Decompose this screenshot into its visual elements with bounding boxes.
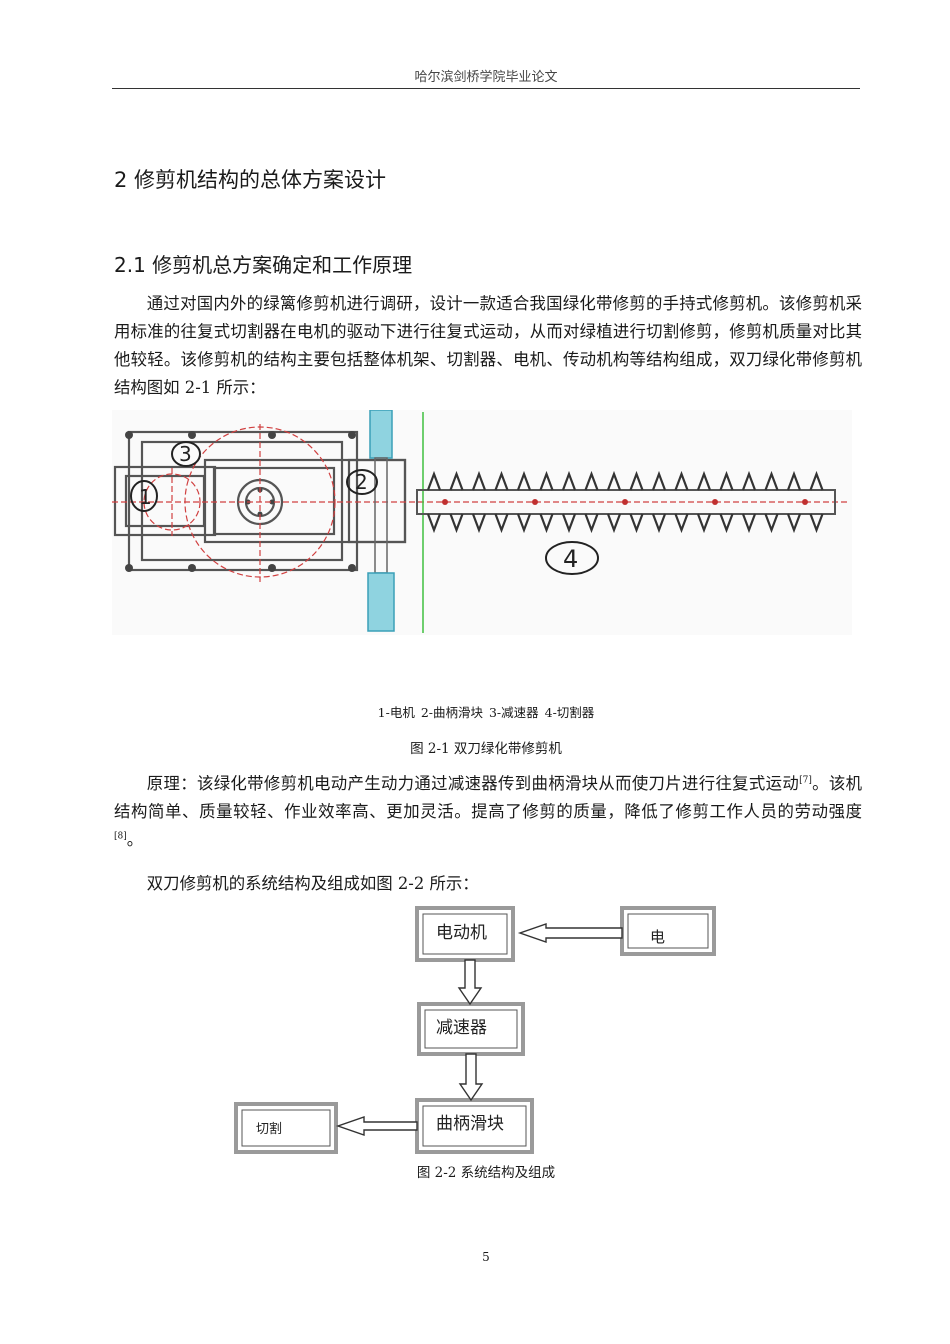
box-power xyxy=(620,906,716,956)
blade-tooth xyxy=(516,470,532,491)
blade-rivet xyxy=(532,499,538,505)
blade-tooth xyxy=(786,470,802,491)
blade-tooth xyxy=(764,513,779,534)
blade-tooth xyxy=(764,470,779,491)
running-header: 哈尔滨剑桥学院毕业论文 xyxy=(414,70,558,85)
blade-tooth xyxy=(696,513,712,534)
paragraph-principle: 原理：该绿化带修剪机电动产生动力通过减速器传到曲柄滑块从而使刀片进行往复式运动[… xyxy=(114,774,863,849)
system-block-diagram: 电动机 电 减速器 曲柄滑块 切割 xyxy=(234,906,716,1154)
box-cutter xyxy=(234,1102,338,1154)
label-reducer: 减速器 xyxy=(436,1018,487,1038)
blade-tooth xyxy=(809,513,824,534)
figure-legend: 1-电机 2-曲柄滑块 3-减速器 4-切割器 xyxy=(377,705,595,720)
box-reducer xyxy=(417,1002,525,1056)
blade-tooth xyxy=(674,513,689,534)
blade-tooth xyxy=(696,470,712,491)
frame-outer xyxy=(127,430,359,572)
blade-tooth xyxy=(584,470,599,491)
page-number: 5 xyxy=(482,1250,490,1264)
blade-tooth xyxy=(494,513,509,534)
blade-tooth xyxy=(651,470,667,491)
section-title: 2.1 修剪机总方案确定和工作原理 xyxy=(114,253,413,277)
blade-rivet xyxy=(442,499,448,505)
mark-1: 1 xyxy=(139,485,152,509)
trimmer-structure-drawing: 1 3 2 4 xyxy=(112,410,852,635)
header-rule xyxy=(112,88,860,89)
blade-tooth xyxy=(741,470,757,491)
blade-tooth xyxy=(786,513,802,534)
figure-2-2-caption: 图 2-2 系统结构及组成 xyxy=(416,1165,556,1181)
blade-tooth xyxy=(584,513,599,534)
blade-tooth xyxy=(629,513,644,534)
blade-tooth xyxy=(674,470,689,491)
arrow-power-to-motor xyxy=(517,923,623,943)
blade-tooth xyxy=(471,470,487,491)
arrow-crank-to-cutter xyxy=(335,1116,418,1136)
blade-tooth xyxy=(629,470,644,491)
blade-tooth xyxy=(561,470,577,491)
arrow-reducer-to-crank xyxy=(458,1053,484,1102)
citation-8[interactable]: [8] xyxy=(114,831,127,842)
paragraph-intro: 通过对国内外的绿篱修剪机进行调研，设计一款适合我国绿化带修剪的手持式修剪机。该修… xyxy=(114,294,862,397)
blade-tooth xyxy=(561,513,577,534)
box-crank xyxy=(415,1098,534,1154)
mark-4: 4 xyxy=(563,545,578,573)
blade-rivet xyxy=(622,499,628,505)
arrow-motor-to-reducer xyxy=(457,959,483,1006)
blade-tooth xyxy=(539,470,554,491)
blade-tooth xyxy=(471,513,487,534)
blade-tooth xyxy=(494,470,509,491)
mark-2: 2 xyxy=(355,470,368,494)
blade-tooth xyxy=(651,513,667,534)
blade-tooth xyxy=(741,513,757,534)
blade-rivet xyxy=(802,499,808,505)
blade-tooth xyxy=(426,470,442,491)
blade-tooth xyxy=(809,470,824,491)
paragraph-system: 双刀修剪机的系统结构及组成如图 2-2 所示： xyxy=(146,874,479,893)
label-cutter: 切割 xyxy=(256,1121,282,1137)
label-crank: 曲柄滑块 xyxy=(436,1114,504,1134)
blade-tooth xyxy=(539,513,554,534)
figure-2-1-caption: 图 2-1 双刀绿化带修剪机 xyxy=(410,741,562,757)
chapter-title: 2 修剪机结构的总体方案设计 xyxy=(114,168,387,192)
blade-tooth xyxy=(606,470,622,491)
blade-tooth xyxy=(426,513,442,534)
citation-7[interactable]: [7] xyxy=(799,775,812,786)
blade-tooth xyxy=(719,513,734,534)
blade-tooth xyxy=(449,513,464,534)
blade-rivet xyxy=(712,499,718,505)
label-power: 电 xyxy=(650,928,665,946)
label-motor: 电动机 xyxy=(436,923,487,943)
blade-tooth xyxy=(606,513,622,534)
mark-3: 3 xyxy=(179,442,192,466)
blade-tooth xyxy=(516,513,532,534)
blade-tooth xyxy=(449,470,464,491)
blade-tooth xyxy=(719,470,734,491)
